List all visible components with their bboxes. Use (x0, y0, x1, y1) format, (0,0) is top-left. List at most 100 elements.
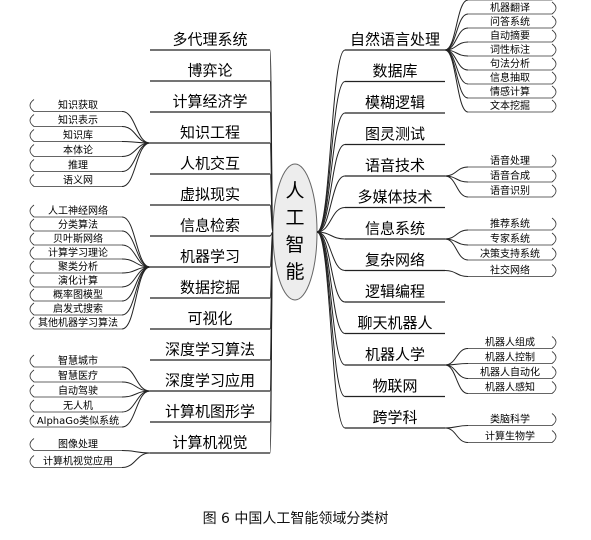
leaf-label: 智慧医疗 (58, 369, 98, 382)
leaf-label: 分类算法 (58, 218, 98, 231)
leaf-label: 语义网 (63, 175, 93, 187)
leaf-underline (468, 184, 557, 198)
branch-label: 人机交互 (180, 155, 240, 173)
leaf-label: 聚类分析 (58, 260, 98, 273)
branch-label: 信息检索 (180, 217, 240, 235)
leaf-underline (29, 129, 122, 142)
leaf-underline (29, 384, 122, 398)
branch-connector (269, 231, 274, 454)
leaf-connector (444, 229, 469, 240)
leaf-connector (444, 270, 469, 277)
leaf-label: 情感计算 (490, 85, 530, 98)
leaf-underline (29, 414, 122, 428)
leaf-underline (29, 114, 122, 127)
leaf-label: 知识表示 (58, 114, 98, 127)
branch-label: 机器学习 (180, 248, 240, 266)
leaf-underline (29, 399, 122, 413)
leaf-connector (444, 427, 469, 443)
leaf-underline (29, 246, 122, 260)
root-char: 智 (285, 234, 304, 256)
leaf-label: 机器人控制 (485, 351, 535, 364)
leaf-connector (121, 266, 151, 330)
branch-label: 博弈论 (187, 62, 232, 80)
branch-label: 信息系统 (365, 220, 425, 238)
branch-label: 模糊逻辑 (365, 94, 425, 112)
leaf-underline (468, 381, 557, 394)
branch-connector (316, 231, 346, 429)
leaf-underline (468, 232, 557, 246)
leaf-label: 文本挖掘 (490, 99, 530, 112)
leaf-label: 智慧城市 (58, 354, 98, 367)
branch-connector (316, 231, 346, 397)
figure-caption: 图 6 中国人工智能领域分类树 (202, 511, 389, 527)
leaf-label: 语音合成 (490, 169, 530, 182)
leaf-connector (121, 126, 151, 144)
branch-label: 计算机视觉 (172, 434, 247, 452)
leaf-label: 句法分析 (490, 57, 530, 70)
leaf-underline (29, 316, 122, 330)
leaf-connector (121, 390, 151, 428)
leaf-underline (468, 430, 557, 443)
leaf-label: 计算机视觉应用 (43, 455, 113, 468)
leaf-underline (468, 217, 557, 231)
leaf-label: 人工神经网络 (48, 204, 108, 217)
leaf-underline (468, 85, 557, 99)
leaf-underline (29, 438, 122, 451)
leaf-underline (29, 260, 122, 274)
leaf-underline (468, 1, 557, 15)
leaf-underline (468, 29, 557, 43)
leaf-underline (468, 154, 557, 168)
leaf-label: 推理 (68, 159, 88, 172)
leaf-label: 社交网络 (490, 264, 530, 277)
leaf-underline (468, 169, 557, 183)
leaf-underline (29, 218, 122, 232)
leaf-label: 计算学习理论 (48, 246, 108, 259)
leaf-connector (444, 13, 469, 51)
leaf-underline (468, 99, 557, 113)
leaf-underline (29, 144, 122, 157)
leaf-label: 类脑科学 (490, 413, 530, 426)
leaf-underline (29, 159, 122, 172)
branch-label: 知识工程 (180, 124, 240, 142)
branch-label: 虚拟现实 (180, 186, 240, 204)
branch-connector (316, 112, 346, 233)
branch-connector (316, 81, 346, 233)
leaf-label: 推荐系统 (490, 217, 530, 230)
leaf-connector (444, 425, 469, 429)
leaf-label: 自动驾驶 (58, 384, 98, 397)
branch-label: 深度学习应用 (165, 372, 255, 390)
leaf-underline (468, 264, 557, 277)
leaf-underline (468, 43, 557, 57)
leaf-underline (29, 302, 122, 316)
branch-label: 逻辑编程 (365, 283, 425, 301)
leaf-underline (468, 247, 557, 261)
leaf-underline (29, 369, 122, 383)
branch-label: 深度学习算法 (165, 341, 255, 359)
leaf-label: 图像处理 (58, 439, 98, 451)
leaf-label: 自动摘要 (490, 29, 530, 42)
branch-label: 图灵测试 (365, 125, 425, 143)
leaf-underline (29, 204, 122, 218)
leaf-label: 概率图模型 (53, 288, 103, 301)
leaf-label: 问答系统 (490, 15, 530, 28)
leaf-label: 决策支持系统 (480, 247, 540, 260)
branch-connector (269, 204, 274, 233)
leaf-label: 演化计算 (58, 274, 98, 287)
leaf-connector (121, 142, 151, 172)
leaf-underline (29, 288, 122, 302)
leaf-underline (29, 174, 122, 187)
leaf-connector (444, 49, 469, 99)
leaf-label: 其他机器学习算法 (38, 316, 118, 329)
leaf-connector (121, 452, 151, 468)
leaf-underline (29, 274, 122, 288)
branch-label: 多媒体技术 (357, 188, 432, 206)
branch-label: 可视化 (187, 310, 232, 328)
leaf-connector (444, 166, 469, 177)
leaf-underline (468, 413, 557, 426)
leaf-underline (29, 99, 122, 112)
leaf-label: 本体论 (63, 144, 93, 157)
leaf-connector (444, 364, 469, 394)
leaf-connector (444, 175, 469, 198)
leaf-connector (444, 348, 469, 366)
